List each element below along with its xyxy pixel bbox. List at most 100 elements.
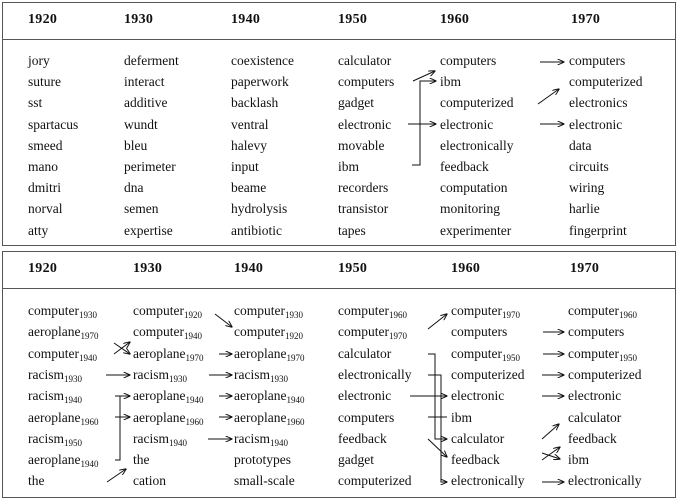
- year-subscript: 1950: [618, 352, 637, 363]
- arrow: [113, 342, 130, 354]
- word-entry: sst: [28, 95, 42, 111]
- word-entry: feedback: [338, 431, 387, 447]
- arrow: [427, 314, 447, 330]
- word-text: ventral: [231, 116, 269, 132]
- word-text: computer: [451, 303, 502, 318]
- word-entry: electronically: [440, 138, 513, 154]
- word-text: prototypes: [234, 452, 291, 468]
- year-subscript: 1930: [270, 373, 288, 384]
- arrow: [214, 313, 232, 327]
- arrow: [428, 374, 447, 482]
- word-entry: spartacus: [28, 117, 78, 133]
- word-entry: smeed: [28, 138, 63, 154]
- word-entry: computers: [338, 410, 394, 426]
- year-subscript: 1960: [80, 416, 99, 427]
- word-text: jory: [28, 53, 50, 68]
- word-text: electronic: [451, 388, 505, 404]
- word-entry: input: [231, 159, 259, 175]
- word-entry: semen: [124, 201, 159, 217]
- word-entry: computer1930: [28, 303, 97, 320]
- word-text: input: [231, 159, 259, 174]
- word-entry: electronically: [338, 367, 411, 383]
- word-text: semen: [124, 201, 159, 217]
- word-entry: computer1970: [338, 324, 407, 341]
- word-text: ibm: [451, 409, 473, 425]
- word-entry: electronic: [569, 117, 622, 133]
- word-entry: computer1950: [451, 346, 520, 363]
- word-text: antibiotic: [231, 222, 282, 238]
- word-entry: electronically: [568, 473, 641, 489]
- word-text: computers: [451, 324, 508, 340]
- word-entry: ibm: [440, 74, 461, 90]
- word-text: computer: [133, 303, 184, 318]
- word-text: computerized: [338, 473, 412, 489]
- word-text: feedback: [568, 430, 617, 446]
- word-text: fingerprint: [569, 222, 627, 238]
- word-entry: electronically: [451, 473, 524, 489]
- word-text: the: [133, 452, 150, 468]
- word-entry: feedback: [440, 159, 489, 175]
- word-text: paperwork: [231, 74, 289, 90]
- word-entry: wundt: [124, 117, 158, 133]
- word-entry: racism1940: [28, 388, 82, 406]
- word-text: computer: [28, 303, 79, 318]
- word-entry: mano: [28, 159, 58, 175]
- arrow: [106, 469, 126, 483]
- word-text: wundt: [124, 116, 158, 132]
- year-subscript: 1970: [286, 352, 305, 363]
- word-entry: computerized: [569, 74, 642, 90]
- word-entry: ibm: [338, 159, 359, 175]
- word-entry: ventral: [231, 117, 268, 133]
- word-text: electronically: [568, 473, 642, 489]
- year-subscript: 1970: [185, 352, 204, 363]
- word-text: electronic: [338, 116, 392, 132]
- word-text: sst: [28, 95, 43, 111]
- word-entry: additive: [124, 95, 168, 111]
- word-entry: computation: [440, 180, 508, 196]
- word-entry: gadget: [338, 95, 374, 111]
- word-entry: computer1920: [133, 303, 202, 320]
- word-entry: computers: [568, 324, 624, 340]
- year-subscript: 1920: [284, 331, 303, 342]
- word-entry: computer1970: [451, 303, 520, 320]
- word-text: atty: [28, 222, 49, 238]
- word-entry: small-scale: [234, 473, 295, 489]
- word-text: aeroplane: [133, 345, 186, 361]
- word-text: aeroplane: [28, 409, 81, 425]
- word-text: monitoring: [440, 201, 500, 217]
- word-text: calculator: [451, 430, 505, 446]
- year-subscript: 1940: [64, 395, 82, 406]
- word-entry: experimenter: [440, 223, 511, 239]
- word-text: beame: [231, 180, 267, 196]
- year-label: 1950: [338, 12, 368, 27]
- word-text: computerized: [569, 74, 643, 90]
- word-text: computer: [568, 345, 619, 361]
- year-subscript: 1940: [270, 437, 288, 448]
- word-entry: ibm: [451, 410, 472, 426]
- word-entry: aeroplane1960: [133, 410, 203, 427]
- word-entry: computer1950: [568, 345, 637, 363]
- word-entry: bleu: [124, 138, 147, 154]
- word-text: electronically: [440, 137, 514, 153]
- word-entry: electronic: [440, 117, 493, 133]
- word-entry: aeroplane1940: [28, 452, 98, 469]
- word-entry: movable: [338, 138, 385, 154]
- word-text: electronic: [569, 116, 623, 132]
- word-entry: backlash: [231, 95, 278, 111]
- year-subscript: 1950: [501, 352, 520, 363]
- word-entry: prototypes: [234, 452, 291, 468]
- year-label: 1970: [570, 261, 600, 276]
- word-entry: computerized: [451, 367, 524, 383]
- word-text: computer: [338, 303, 389, 318]
- word-text: computer: [338, 324, 389, 340]
- word-entry: circuits: [569, 159, 609, 175]
- word-entry: suture: [28, 74, 61, 90]
- word-entry: aeroplane1970: [133, 345, 204, 363]
- word-entry: computerized: [338, 473, 411, 489]
- word-text: tapes: [338, 222, 366, 238]
- word-text: perimeter: [124, 159, 176, 174]
- word-entry: computer1920: [234, 324, 303, 342]
- word-entry: electronic: [338, 388, 391, 404]
- word-entry: feedback: [568, 431, 617, 447]
